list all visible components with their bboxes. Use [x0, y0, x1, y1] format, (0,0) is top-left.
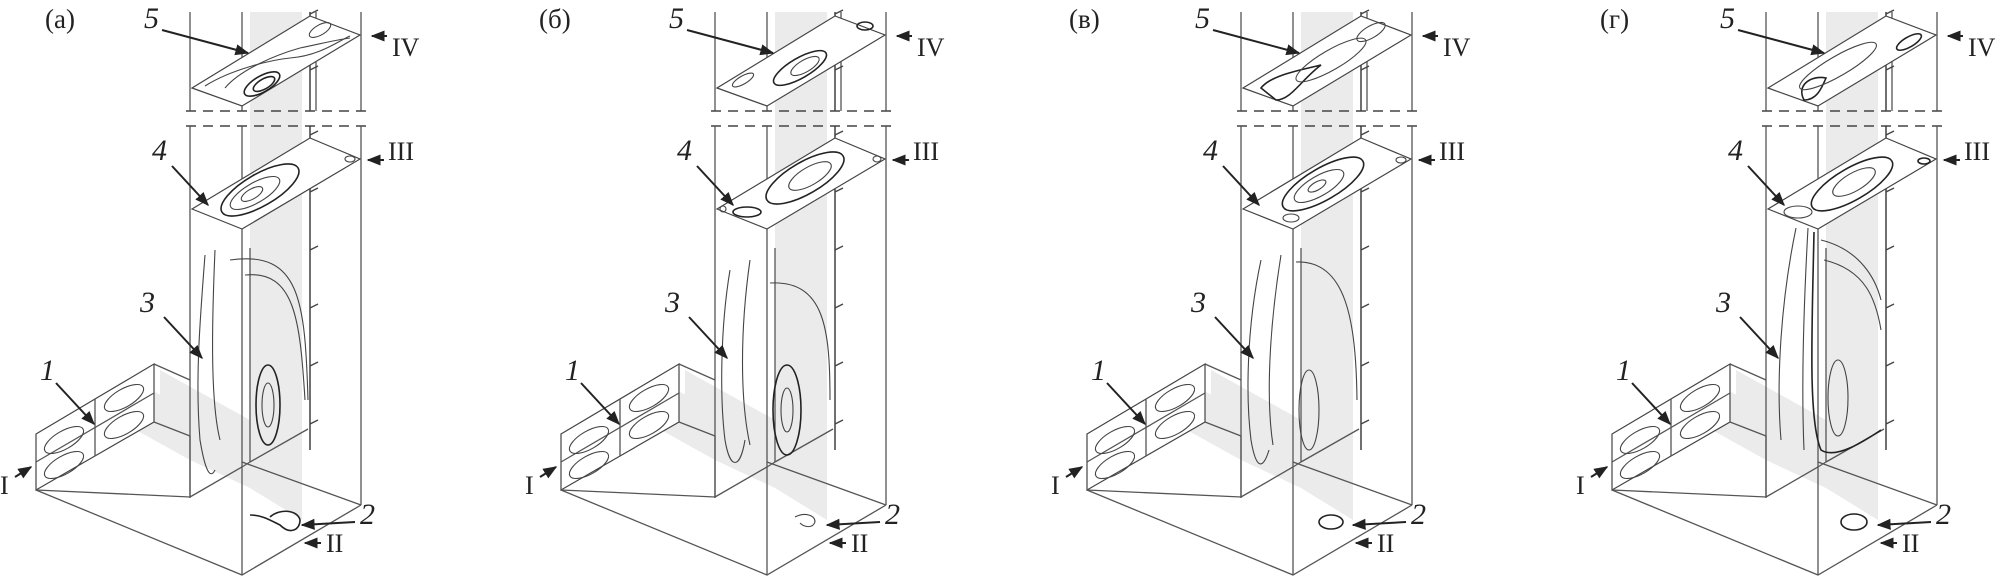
leader-3 [1214, 316, 1254, 360]
section-label-iv: IV [1968, 33, 1996, 62]
callout-3: 3 [1715, 286, 1731, 319]
section-plane-iii [1241, 137, 1413, 230]
callout-2: 2 [1936, 498, 1951, 531]
section-label-ii: II [1377, 529, 1394, 558]
section-label-iii: III [388, 137, 414, 166]
leader-2 [1351, 518, 1407, 530]
leader-4 [1222, 165, 1260, 207]
panel-label: (a) [45, 4, 75, 34]
callout-2: 2 [885, 498, 900, 531]
leader-1 [1631, 382, 1671, 426]
section-label-i: I [525, 471, 534, 500]
leader-3 [1739, 316, 1779, 360]
section-label-ii: II [326, 529, 343, 558]
leader-5 [686, 29, 775, 56]
section-label-iv: IV [1443, 33, 1471, 62]
panel-c: (в) 5 4 3 1 2 IV III I II [1051, 2, 1471, 576]
section-label-i: I [0, 471, 9, 500]
panel-d: (г) 5 4 3 1 2 IV III I I [1576, 2, 1996, 576]
panel-b: (б) 5 4 3 1 2 IV III I [525, 2, 945, 576]
section-label-iv: IV [917, 33, 945, 62]
panel-label: (г) [1600, 4, 1629, 34]
leader-5 [1212, 29, 1301, 56]
leader-5 [161, 29, 250, 56]
callout-1: 1 [1091, 354, 1106, 387]
panel-a: (a) 5 4 3 1 2 [0, 2, 420, 576]
section-plane-iii [715, 137, 887, 230]
leader-5 [1737, 29, 1826, 56]
section-plane-iii [1766, 137, 1938, 230]
callout-1: 1 [565, 354, 580, 387]
callout-5: 5 [1720, 2, 1735, 35]
callout-3: 3 [664, 286, 680, 319]
callout-4: 4 [1728, 134, 1743, 167]
callout-4: 4 [677, 134, 692, 167]
section-label-iii: III [1439, 137, 1465, 166]
leader-1 [55, 382, 95, 426]
callout-2: 2 [1411, 498, 1426, 531]
callout-5: 5 [669, 2, 684, 35]
section-label-iii: III [1964, 137, 1990, 166]
leader-2 [1876, 518, 1932, 530]
section-label-i: I [1051, 471, 1060, 500]
section-label-iv: IV [392, 33, 420, 62]
leader-1 [580, 382, 620, 426]
section-label-ii: II [851, 529, 868, 558]
section-label-i: I [1576, 471, 1585, 500]
panel-label: (б) [539, 4, 571, 34]
leader-3 [163, 316, 203, 360]
section-plane-iv [1766, 15, 1938, 107]
callout-1: 1 [1616, 354, 1631, 387]
section-label-ii: II [1902, 529, 1919, 558]
callout-2: 2 [360, 498, 375, 531]
leader-4 [1747, 165, 1785, 207]
callout-4: 4 [152, 134, 167, 167]
leader-2 [825, 518, 881, 530]
callout-1: 1 [40, 354, 55, 387]
leader-1 [1106, 382, 1146, 426]
leader-3 [688, 316, 728, 360]
section-label-iii: III [913, 137, 939, 166]
callout-5: 5 [1195, 2, 1210, 35]
section-plane-iv [190, 15, 362, 107]
callout-5: 5 [144, 2, 159, 35]
callout-3: 3 [1190, 286, 1206, 319]
callout-3: 3 [139, 286, 155, 319]
leader-4 [171, 165, 209, 207]
section-plane-iii [190, 137, 362, 230]
panel-label: (в) [1069, 4, 1100, 34]
callout-4: 4 [1203, 134, 1218, 167]
leader-2 [300, 518, 356, 530]
leader-4 [696, 165, 734, 207]
